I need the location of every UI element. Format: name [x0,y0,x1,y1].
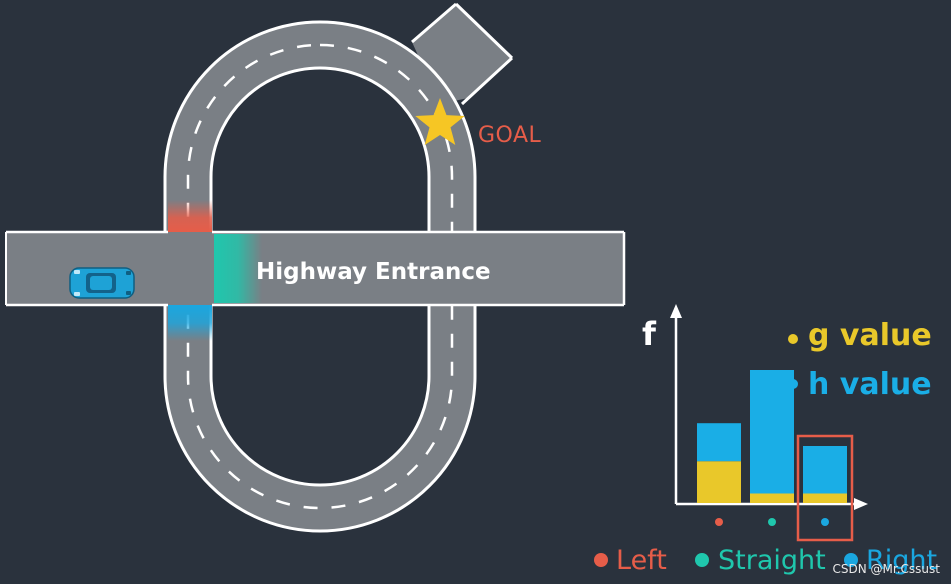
f-axis-label: f [642,315,657,353]
car-icon [69,267,135,299]
bar-straight-g [750,493,794,503]
category-dot-left [715,518,723,526]
category-dot-straight [768,518,776,526]
y-axis-arrow-icon [670,304,682,318]
right-dot-icon [844,553,858,567]
bar-left-g [697,461,741,503]
left-dot-icon [594,553,608,567]
bar-right-g [803,493,847,503]
watermark-text: CSDN @Mr.Cssust [833,562,941,576]
bar-left-h [697,423,741,462]
bar-right-h [803,446,847,494]
straight-dot-icon [695,553,709,567]
right-option-marker [168,305,212,341]
h-value-legend: h value [808,367,932,402]
g-value-dot-icon [788,334,798,344]
goal-star-icon [415,98,465,145]
bar-straight-h [750,370,794,494]
highway-entrance-label: Highway Entrance [256,259,491,285]
left-legend: Left [616,545,667,576]
selected-option-box [796,434,854,542]
loop-lane-dashes [186,43,454,510]
highway-road [5,230,626,307]
f-value-chart: f [642,304,868,542]
g-value-legend: g value [808,318,932,353]
straight-option-marker [214,234,262,303]
goal-label: GOAL [478,123,542,148]
category-dot-group [715,518,829,526]
h-value-dot-icon [788,379,798,389]
straight-legend: Straight [718,545,826,576]
x-axis-arrow-icon [854,498,868,510]
right-legend: Right [866,545,937,576]
left-option-marker [168,200,212,232]
category-dot-right [821,518,829,526]
bar-group [697,370,847,503]
